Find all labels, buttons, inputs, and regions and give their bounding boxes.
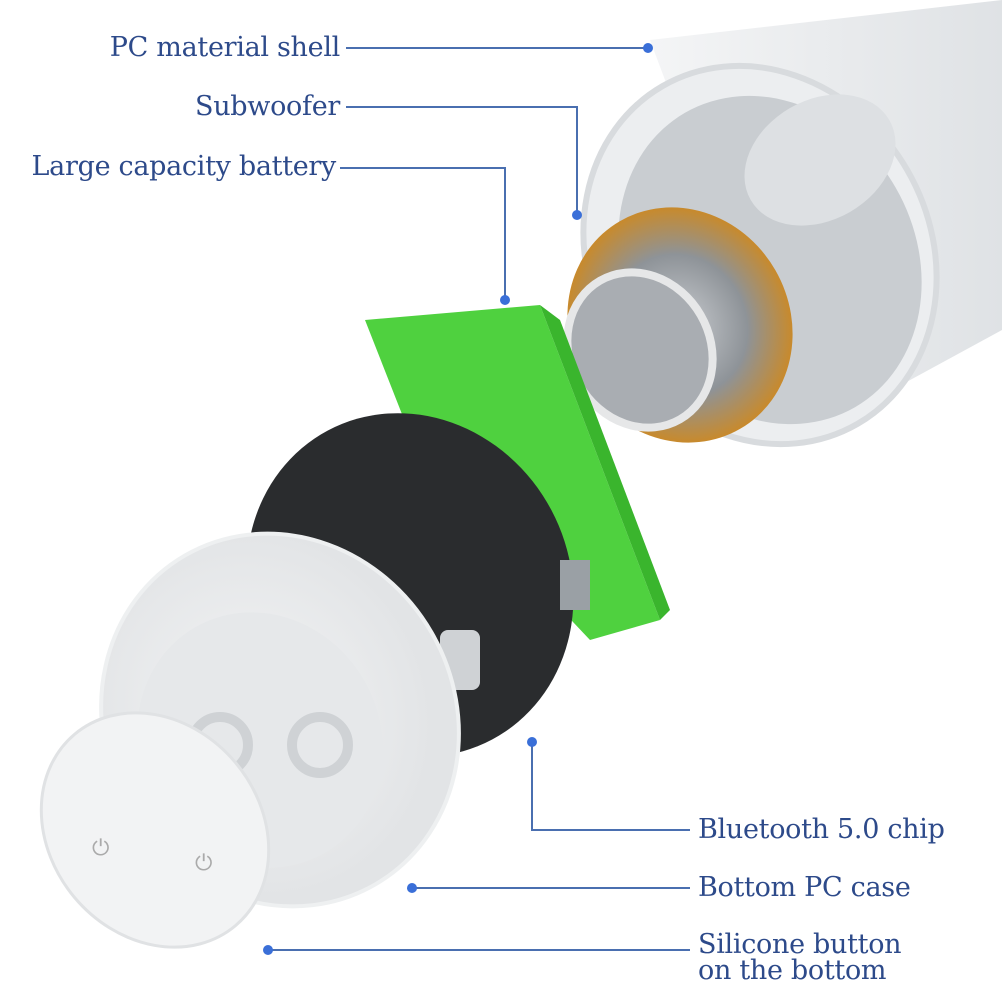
silicone-button: ⏻ ⏻ — [39, 711, 271, 949]
svg-text:⏻: ⏻ — [92, 836, 109, 861]
label-bluetooth-chip: Bluetooth 5.0 chip — [698, 814, 945, 845]
svg-text:⏻: ⏻ — [195, 851, 212, 876]
label-pc-material-shell: PC material shell — [109, 32, 341, 63]
label-bottom-pc-case: Bottom PC case — [698, 872, 911, 903]
label-silicone-button: Silicone button on the bottom — [698, 929, 902, 986]
label-battery: Large capacity battery — [31, 151, 337, 182]
leader-lines — [268, 47, 690, 951]
leader-dots — [263, 43, 653, 955]
label-silicone-button-line1: Silicone button — [698, 929, 902, 960]
label-subwoofer: Subwoofer — [195, 91, 340, 122]
label-silicone-button-line2: on the bottom — [698, 955, 887, 986]
